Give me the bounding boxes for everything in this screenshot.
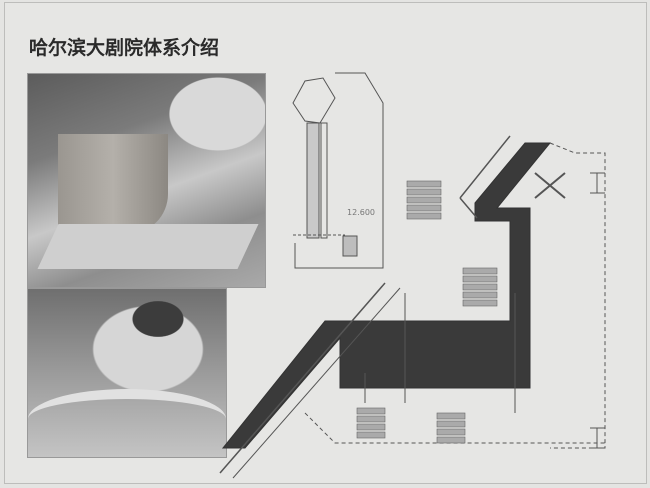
document-page: 哈尔滨大剧院体系介绍	[4, 2, 647, 484]
construction-section-drawing	[219, 72, 606, 479]
page-title: 哈尔滨大剧院体系介绍	[29, 37, 220, 59]
level-elevation-label: 12.600	[347, 208, 375, 217]
building-exterior-photo	[27, 288, 227, 458]
upper-section-detail	[292, 72, 384, 269]
main-section-detail	[219, 135, 606, 479]
facade-detail-photo	[27, 73, 266, 288]
